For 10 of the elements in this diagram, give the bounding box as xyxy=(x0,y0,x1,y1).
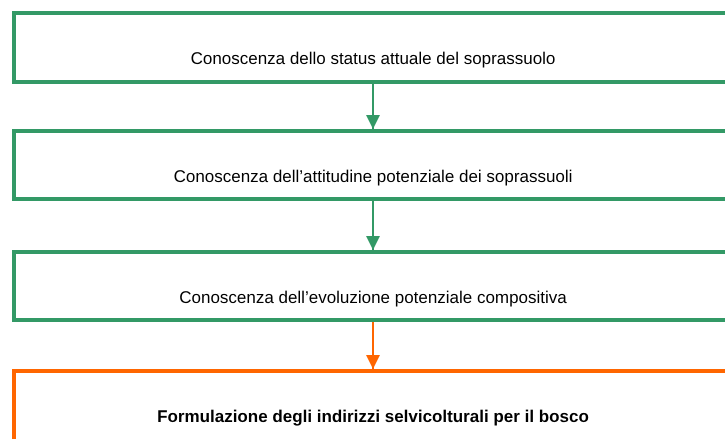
process-box xyxy=(12,250,725,322)
box-text: Conoscenza dell’evoluzione potenziale compositiva xyxy=(178,288,568,308)
process-box xyxy=(12,11,725,84)
box-text: Conoscenza dello status attuale del soprassuolo xyxy=(190,49,556,69)
arrow xyxy=(366,84,380,129)
process-box xyxy=(12,129,725,201)
arrow xyxy=(366,322,380,369)
box-text: Formulazione degli indirizzi selvicolturali per il bosco xyxy=(156,407,590,427)
box-text: Conoscenza dell’attitudine potenziale dei soprassuoli xyxy=(172,167,574,187)
arrow xyxy=(366,201,380,250)
